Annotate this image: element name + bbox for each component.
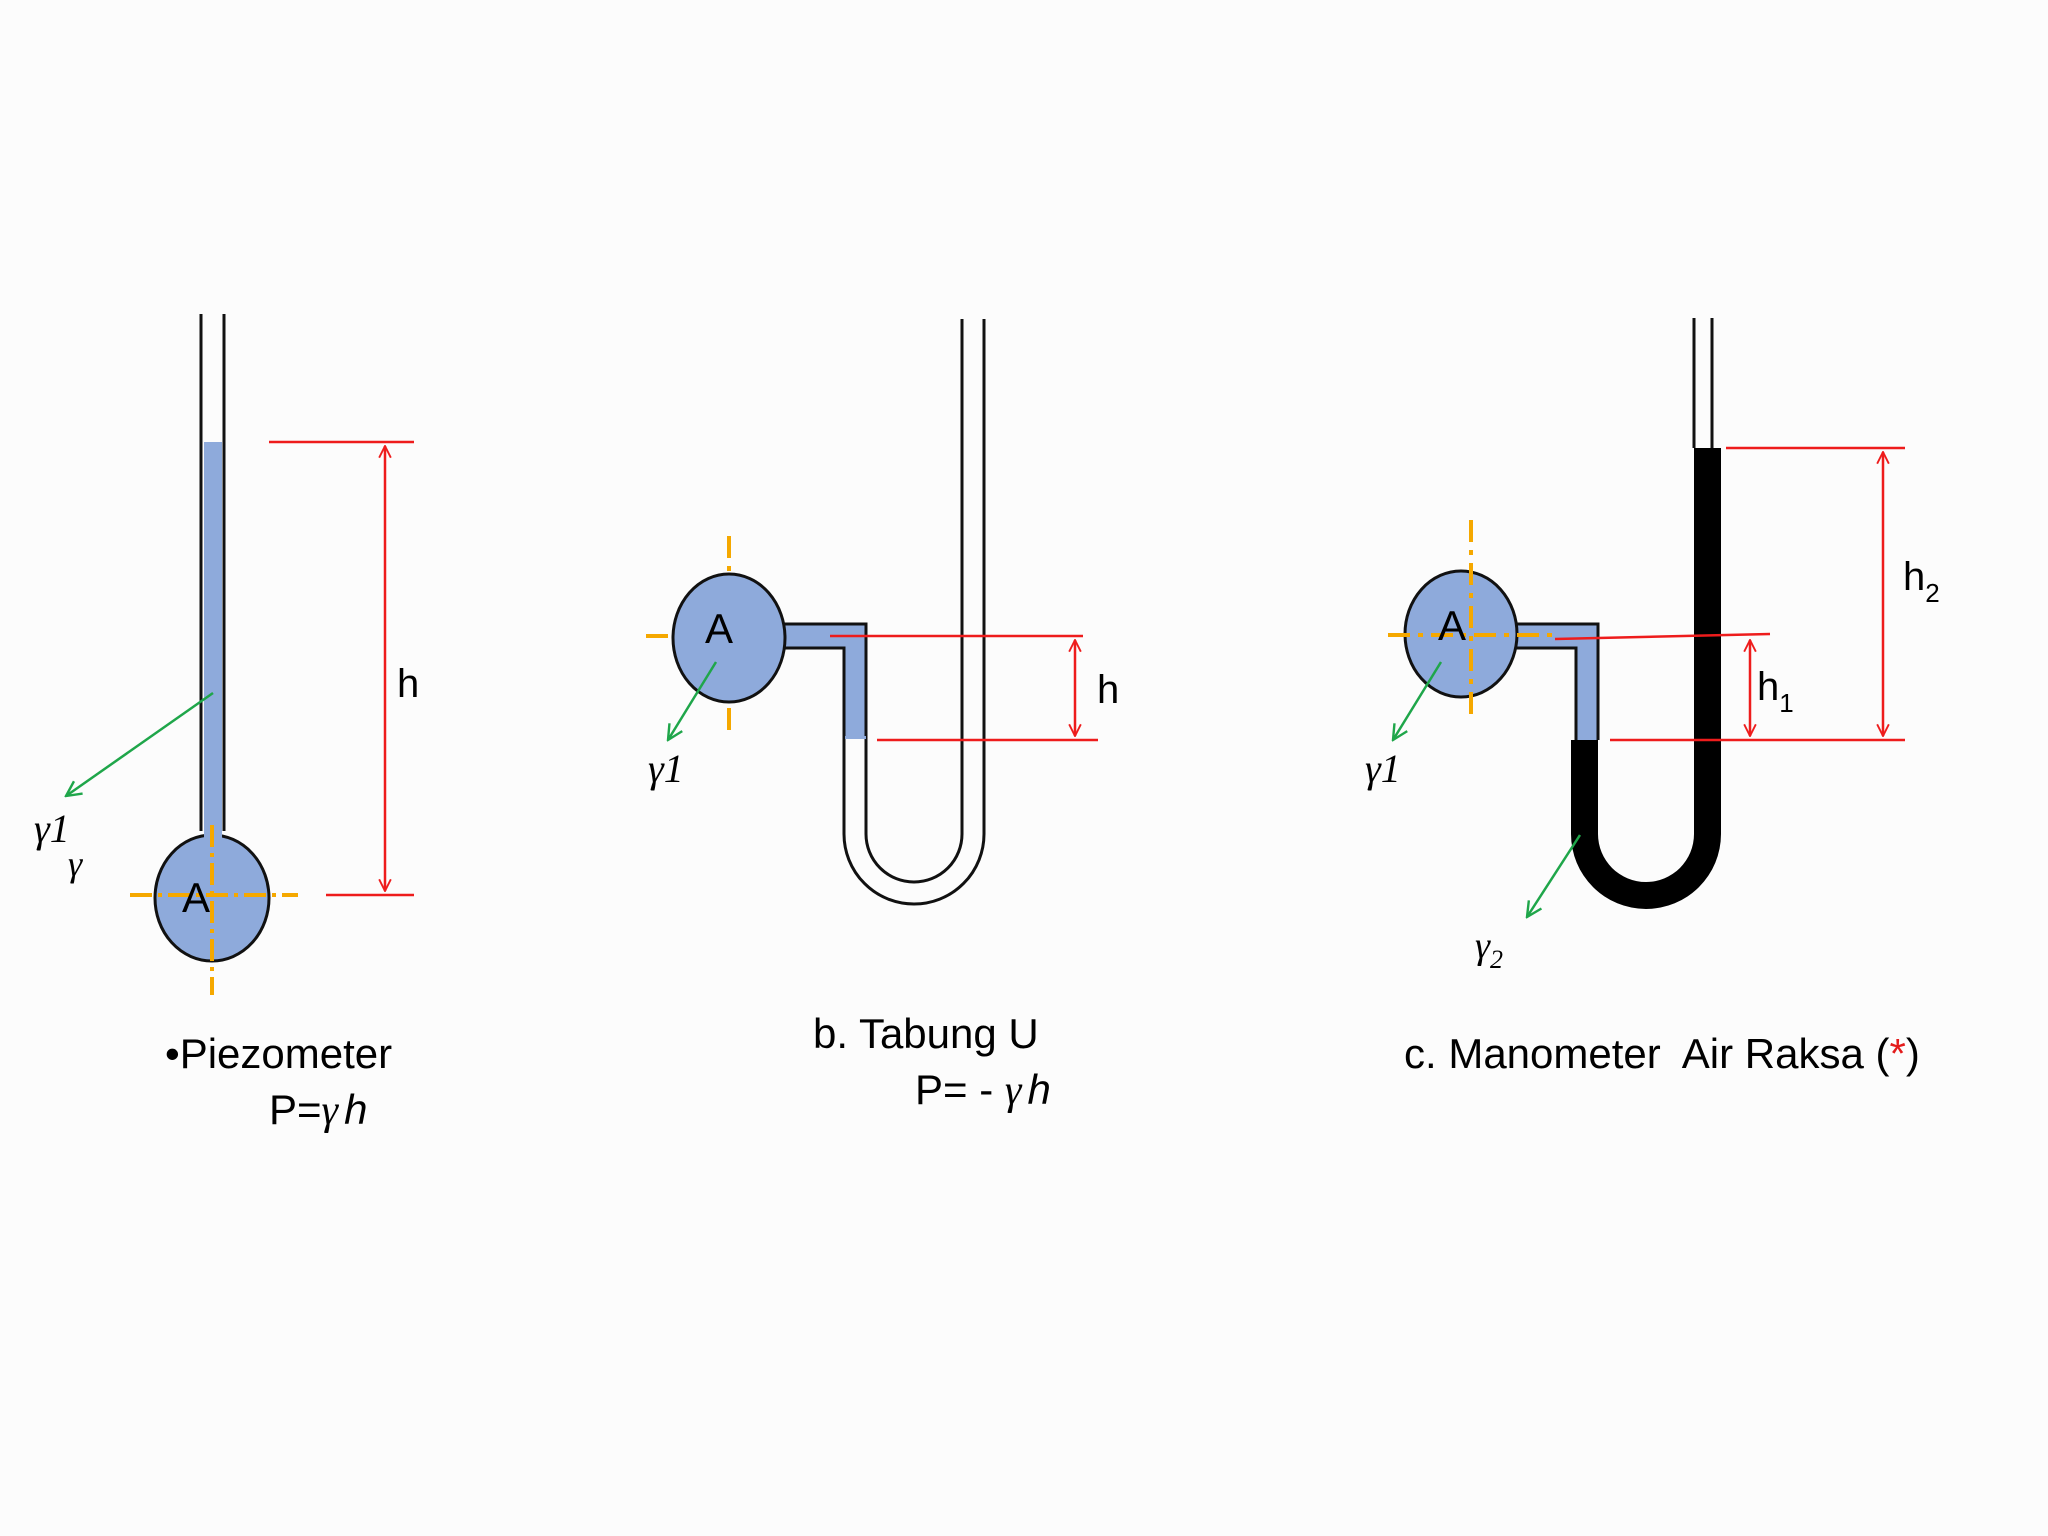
caption-title: b. Tabung U <box>813 1010 1039 1057</box>
mercury-column <box>1571 448 1721 909</box>
pipe-bulb <box>671 572 787 704</box>
bulb-label: A <box>705 605 733 652</box>
pointer-arrow <box>66 691 214 796</box>
panel-manometer-air-raksa: A h1 h2 γ1 γ2 c. Manometer Air Raksa (*) <box>1365 318 1940 1077</box>
caption-title: c. Manometer Air Raksa (*) <box>1404 1030 1920 1077</box>
dimension-label-h2: h2 <box>1903 555 1940 608</box>
bulb-label: A <box>1438 602 1466 649</box>
gamma-label: γ1 <box>34 806 70 851</box>
connector-pipe <box>1510 622 1600 740</box>
u-tube-outer <box>842 319 986 906</box>
gamma-label-extra: γ <box>68 844 83 884</box>
dimension-label-h1: h1 <box>1757 665 1794 718</box>
gamma2-label: γ2 <box>1475 925 1503 974</box>
dimension-line-middle <box>1554 632 1771 641</box>
u-tube-inner <box>864 319 964 884</box>
connector-pipe <box>784 622 868 736</box>
gamma-label: γ1 <box>648 746 684 791</box>
caption-title: •Piezometer <box>165 1030 392 1077</box>
gamma1-label: γ1 <box>1365 746 1401 791</box>
pointer-arrow <box>1527 834 1582 917</box>
pointer-arrow <box>668 661 718 740</box>
dimension-label-h: h <box>1097 668 1119 712</box>
fluid-column <box>204 442 222 837</box>
bulb-label: A <box>182 874 210 921</box>
pointer-arrow <box>1393 661 1443 740</box>
dimension-label-h: h <box>397 662 419 706</box>
